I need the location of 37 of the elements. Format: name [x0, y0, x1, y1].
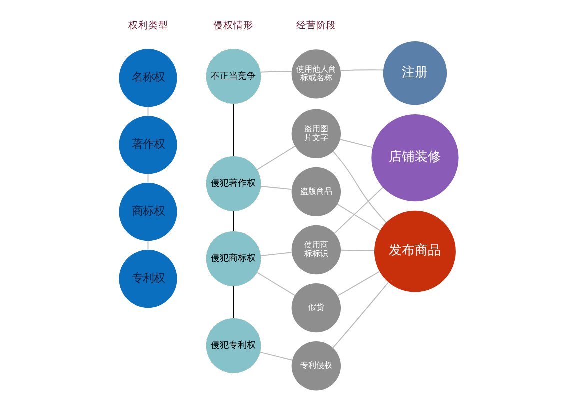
label: 侵权情形 [213, 20, 254, 32]
connector [256, 146, 296, 170]
node-circle: 盗版商品 [291, 167, 341, 217]
connector [260, 71, 292, 73]
connector [332, 151, 386, 224]
connector [340, 250, 374, 252]
node-circle: 专利权 [118, 250, 177, 308]
label: 权利类型 [128, 20, 168, 32]
node-circle: 著作权 [118, 116, 177, 174]
node-circle: 注册 [382, 42, 447, 106]
connector [256, 272, 296, 296]
connector [337, 271, 380, 296]
node-circle: 名称权 [118, 49, 177, 108]
node-circle: 盗用图片文字 [291, 109, 341, 158]
connector [260, 186, 292, 190]
connector [336, 204, 380, 232]
connector [334, 187, 384, 234]
node-circle: 假货 [291, 283, 341, 333]
connector [340, 70, 384, 72]
node-circle: 商标权 [118, 183, 177, 242]
node-circle: 专利侵权 [291, 342, 341, 391]
node-circle: 店铺装修 [371, 114, 458, 202]
connector [259, 352, 292, 361]
label: 经营阶段 [296, 20, 336, 32]
connector [232, 286, 234, 319]
node-circle: 使用商标标识 [291, 225, 341, 275]
node-circle: 使用他人商标或名称 [291, 50, 341, 99]
node-circle: 侵犯商标权 [205, 231, 262, 287]
connector [232, 104, 234, 157]
node-circle: 发布商品 [374, 210, 456, 292]
connector [332, 282, 389, 349]
node-circle: 侵犯著作权 [205, 156, 262, 212]
connector [340, 139, 373, 148]
node-circle: 侵犯专利权 [205, 318, 262, 374]
node-circle: 不正当竞争 [205, 48, 262, 104]
connector [260, 252, 292, 256]
connector [232, 210, 234, 232]
